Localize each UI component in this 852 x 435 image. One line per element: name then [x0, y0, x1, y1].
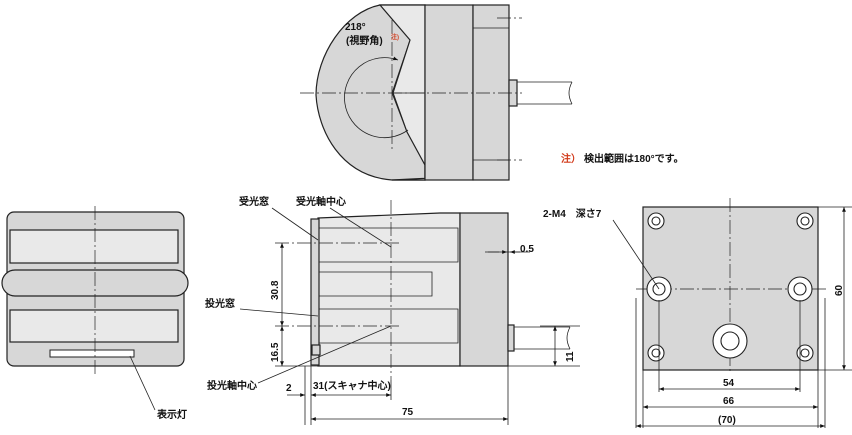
- mount-holes-label: 2-M4 深さ7: [543, 207, 602, 220]
- rear-hole-bottom-right: [796, 344, 814, 362]
- side-view-lamp: [311, 344, 321, 356]
- receiver-axis-label: 受光軸中心: [296, 195, 346, 208]
- front-lower-window: [9, 309, 179, 343]
- top-view: 218° (視野角) 注) 注） 検出範囲は180°です。: [300, 4, 684, 181]
- emitter-window-label: 投光窓: [205, 297, 235, 310]
- dim-11: 11: [565, 351, 576, 362]
- note-text: 検出範囲は180°です。: [584, 152, 684, 165]
- dim-31: 31(スキャナ中心): [313, 379, 391, 392]
- angle-value-label: 218°: [345, 22, 366, 33]
- side-view-bezel: [310, 218, 320, 366]
- dim-66: 66: [723, 396, 735, 407]
- dim-70: (70): [718, 415, 736, 426]
- front-upper-window: [9, 229, 179, 264]
- dim-16-5: 16.5: [270, 342, 281, 362]
- emitter-axis-label: 投光軸中心: [207, 379, 257, 392]
- rear-hole-top-right: [796, 212, 814, 230]
- dim-75: 75: [402, 407, 414, 418]
- side-view-rear-half: [459, 212, 509, 367]
- rear-mount-hole-right: [787, 276, 813, 302]
- top-view-housing: [424, 4, 474, 181]
- rear-cable-outlet: [712, 323, 748, 359]
- side-view-cable-gland: [507, 324, 515, 352]
- rear-hole-top-left: [647, 212, 665, 230]
- receiver-window-label: 受光窓: [239, 195, 269, 208]
- indicator-lamp: [49, 349, 135, 358]
- rear-view: 2-M4 深さ7 54 66 (70) 60: [543, 198, 852, 428]
- top-view-rear-block: [472, 4, 510, 181]
- dim-2: 2: [286, 383, 292, 394]
- side-view: 受光窓 受光軸中心 投光窓 投光軸中心 30.8 16.5 11 0.5 2 3…: [205, 195, 580, 425]
- top-view-dome: [315, 4, 426, 181]
- front-view: 表示灯: [1, 206, 189, 421]
- angle-caption-label: (視野角): [346, 34, 383, 47]
- dim-54: 54: [723, 378, 735, 389]
- rear-hole-bottom-left: [647, 344, 665, 362]
- dim-30-8: 30.8: [270, 280, 281, 300]
- dim-60: 60: [834, 284, 845, 296]
- indicator-lamp-label: 表示灯: [156, 408, 187, 421]
- note-mark: 注）: [561, 152, 581, 165]
- angle-note-mark: 注): [391, 33, 399, 41]
- dim-0-5: 0.5: [520, 244, 534, 255]
